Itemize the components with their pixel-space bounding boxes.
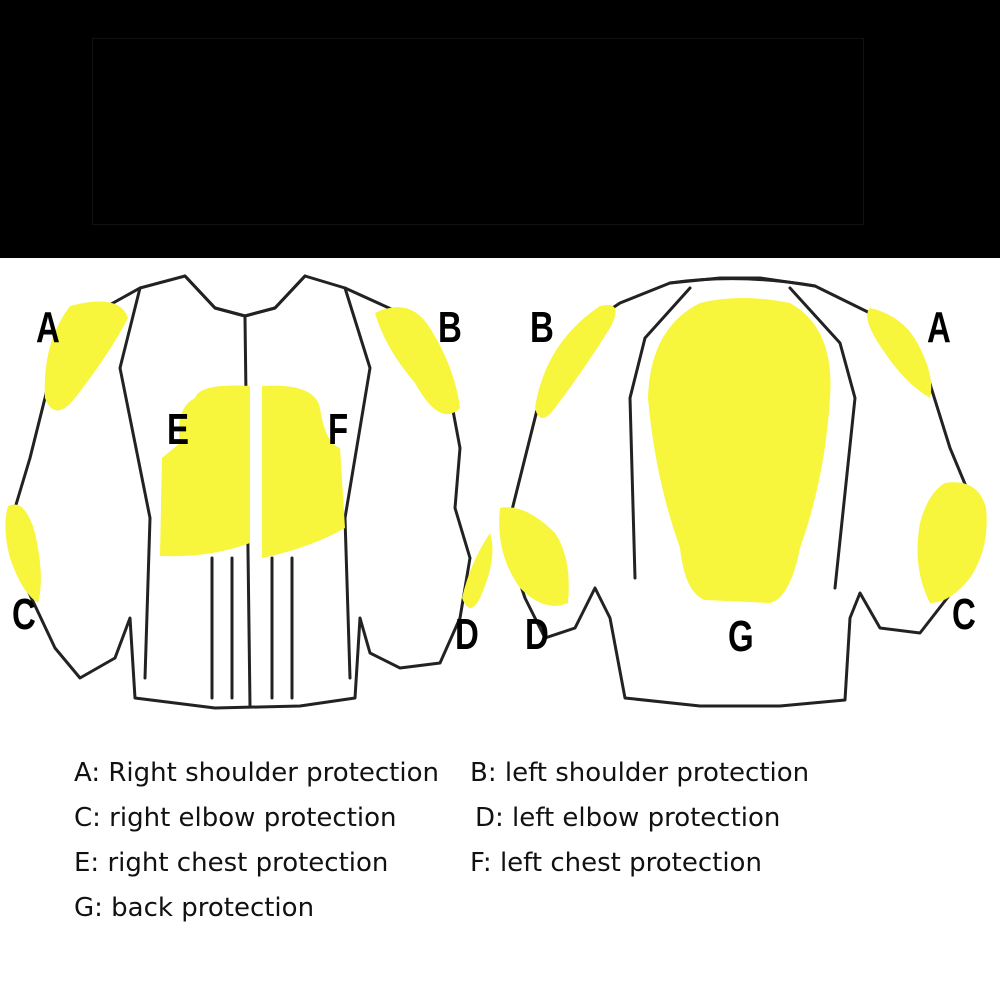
front-panel-line-right xyxy=(343,286,372,680)
front-pad-d-left-elbow xyxy=(462,533,493,608)
front-label-c: C xyxy=(12,590,36,639)
back-label-b: B xyxy=(530,303,554,352)
front-label-b: B xyxy=(438,303,462,352)
legend-a: A: Right shoulder protection xyxy=(74,758,439,788)
back-panel-line-right xyxy=(788,286,857,590)
back-label-g: G xyxy=(728,612,754,661)
back-pad-d-left-elbow xyxy=(499,507,569,606)
front-pad-e-right-chest xyxy=(160,385,250,557)
legend-c: C: right elbow protection xyxy=(74,803,397,833)
legend-d: D: left elbow protection xyxy=(475,803,781,833)
back-panel-line-left xyxy=(628,286,692,580)
back-label-a: A xyxy=(927,303,951,352)
jacket-diagram: A B C D E F B A D C G xyxy=(0,258,1000,738)
back-pad-c-right-elbow xyxy=(917,482,987,603)
front-pad-a-right-shoulder xyxy=(44,301,128,411)
back-neck-line xyxy=(668,277,817,288)
banner-inner-frame xyxy=(92,38,864,225)
back-pad-g-back xyxy=(648,298,831,603)
front-label-d: D xyxy=(455,610,479,659)
jacket-svg xyxy=(5,274,987,710)
front-pad-f-left-chest xyxy=(262,385,345,558)
back-pad-b-left-shoulder xyxy=(535,304,616,418)
front-label-e: E xyxy=(167,405,190,454)
front-panel-line-left xyxy=(118,286,152,680)
legend-g: G: back protection xyxy=(74,893,315,923)
front-collar xyxy=(183,274,307,318)
front-label-f: F xyxy=(328,405,349,454)
legend-e: E: right chest protection xyxy=(74,848,389,878)
back-pad-a-right-shoulder xyxy=(867,308,932,398)
back-label-c: C xyxy=(952,590,976,639)
front-pad-b-left-shoulder xyxy=(375,307,460,415)
legend-b: B: left shoulder protection xyxy=(470,758,810,788)
front-pad-c-right-elbow xyxy=(5,504,41,603)
front-label-a: A xyxy=(36,303,60,352)
top-black-banner xyxy=(0,0,1000,258)
legend-f: F: left chest protection xyxy=(470,848,762,878)
back-label-d: D xyxy=(525,610,549,659)
